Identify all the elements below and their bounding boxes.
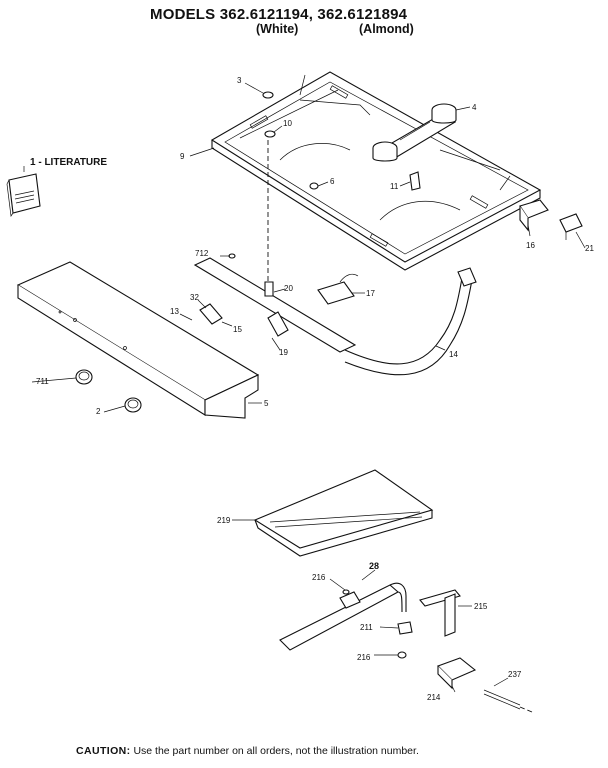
callout-3: 3 [237, 76, 242, 85]
leader-lines [31, 82, 586, 693]
knob-711 [75, 369, 93, 385]
caution-text: Use the part number on all orders, not t… [133, 745, 419, 757]
part-16-switch [519, 199, 549, 232]
callout-14: 14 [449, 350, 458, 359]
caution-label: CAUTION: [76, 745, 131, 757]
part-17-ignitor [317, 273, 359, 305]
valve-assembly [372, 103, 457, 162]
frame-panel [210, 71, 542, 271]
callout-10: 10 [283, 119, 292, 128]
part-21-connector [559, 213, 583, 240]
literature-booklet [6, 166, 41, 217]
callout-9: 9 [180, 152, 185, 161]
part-11-bracket [409, 171, 421, 191]
callout-237: 237 [508, 670, 522, 679]
part-214-ignitor [437, 657, 477, 690]
callout-13: 13 [170, 307, 179, 316]
callout-17: 17 [366, 289, 375, 298]
callout-215: 215 [474, 602, 488, 611]
manifold [193, 253, 357, 353]
callout-211: 211 [360, 623, 373, 632]
part-237-probe [483, 689, 533, 713]
callout-216a: 216 [312, 573, 326, 582]
color-almond-label: (Almond) [359, 22, 414, 36]
part-6-grommet [309, 182, 319, 190]
callout-19: 19 [279, 348, 288, 357]
callout-4: 4 [472, 103, 477, 112]
callout-16: 16 [526, 241, 535, 250]
control-panel [16, 261, 260, 419]
callout-32: 32 [190, 293, 199, 302]
callout-28: 28 [369, 561, 379, 571]
burner-tube [344, 267, 477, 376]
caution-note: CAUTION: Use the part number on all orde… [76, 745, 419, 757]
part-215-bracket [419, 589, 461, 637]
callout-11: 11 [390, 182, 399, 191]
callout-2: 2 [96, 407, 101, 416]
part-211-orifice [397, 621, 413, 635]
callout-712: 712 [195, 249, 209, 258]
callout-20: 20 [284, 284, 293, 293]
knob-2 [124, 397, 142, 413]
callout-711: 711 [36, 377, 49, 386]
diagram-title: MODELS 362.6121194, 362.6121894 [150, 6, 408, 23]
literature-label: 1 - LITERATURE [30, 157, 107, 168]
callout-214: 214 [427, 693, 441, 702]
bake-burner [279, 582, 407, 651]
callout-219: 219 [217, 516, 231, 525]
part-3-clip [262, 91, 274, 99]
callout-6: 6 [330, 177, 335, 186]
part-216-nut [397, 651, 407, 659]
callout-5: 5 [264, 399, 269, 408]
color-white-label: (White) [256, 22, 299, 36]
bottom-panel [253, 469, 434, 557]
part-10-nut [264, 130, 276, 138]
callout-15: 15 [233, 325, 242, 334]
callout-21: 21 [585, 244, 594, 253]
callout-216b: 216 [357, 653, 371, 662]
